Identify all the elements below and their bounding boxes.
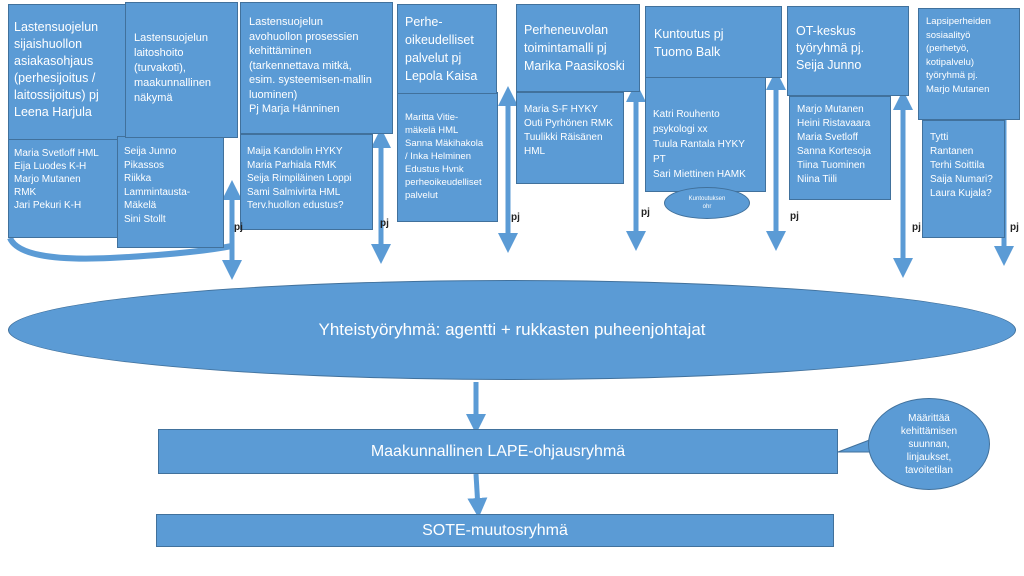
bracket-curve xyxy=(7,236,233,262)
group-3-members: Maija Kandolin HYKY Maria Parhiala RMK S… xyxy=(240,134,373,230)
group-5-title: Perheneuvolan toimintamalli pj Marika Pa… xyxy=(516,4,640,92)
group-3-members-text: Maija Kandolin HYKY Maria Parhiala RMK S… xyxy=(247,146,352,211)
group-7-members: Marjo Mutanen Heini Ristavaara Maria Sve… xyxy=(789,96,891,200)
group-6-members: Katri Rouhento psykologi xx Tuula Rantal… xyxy=(645,76,766,192)
group-1-title-text: Lastensuojelun sijaishuollon asiakasohja… xyxy=(14,20,99,119)
yhteistyoryhma-text: Yhteistyöryhmä: agentti + rukkasten puhe… xyxy=(318,320,706,339)
callout-text: Määrittää kehittämisen suunnan, linjauks… xyxy=(900,412,958,476)
pj-label-3: pj xyxy=(511,212,520,223)
group-2-title-text: Lastensuojelun laitoshoito (turvakoti), … xyxy=(134,32,212,104)
kuntoutus-note-text: Kuntoutuksen ohr xyxy=(688,196,726,210)
group-7-members-text: Marjo Mutanen Heini Ristavaara Maria Sve… xyxy=(797,104,871,185)
kuntoutus-note: Kuntoutuksen ohr xyxy=(664,187,750,219)
group-1-title: Lastensuojelun sijaishuollon asiakasohja… xyxy=(8,4,127,140)
group-6-title-text: Kuntoutus pj Tuomo Balk xyxy=(654,27,724,59)
pj-label-4: pj xyxy=(641,207,650,218)
group-2-members-text: Seija Junno Pikassos Riikka Lammintausta… xyxy=(124,146,191,225)
muutosryhma-box: SOTE-muutosryhmä xyxy=(156,514,834,547)
group-5-members-text: Maria S-F HYKY Outi Pyrhönen RMK Tuulikk… xyxy=(524,104,613,157)
group-4-members: Maritta Vitie- mäkelä HML Sanna Mäkihako… xyxy=(397,92,498,222)
group-2-title: Lastensuojelun laitoshoito (turvakoti), … xyxy=(125,2,238,138)
pj-label-1: pj xyxy=(234,222,243,233)
group-4-members-text: Maritta Vitie- mäkelä HML Sanna Mäkihako… xyxy=(405,112,484,201)
group-5-title-text: Perheneuvolan toimintamalli pj Marika Pa… xyxy=(524,23,625,73)
group-8-members-text: Tytti Rantanen Terhi Soittila Saija Numa… xyxy=(930,132,993,199)
group-5-members: Maria S-F HYKY Outi Pyrhönen RMK Tuulikk… xyxy=(516,92,624,184)
group-7-title-text: OT-keskus työryhmä pj. Seija Junno xyxy=(796,24,865,72)
group-6-members-text: Katri Rouhento psykologi xx Tuula Rantal… xyxy=(653,109,746,180)
group-7-title: OT-keskus työryhmä pj. Seija Junno xyxy=(787,6,909,96)
group-8-title-text: Lapsiperheiden sosiaalityö (perhetyö, ko… xyxy=(926,16,991,95)
group-3-title-text: Lastensuojelun avohuollon prosessien keh… xyxy=(249,16,372,115)
group-1-members: Maria Svetloff HML Eija Luodes K-H Marjo… xyxy=(8,138,120,238)
muutosryhma-text: SOTE-muutosryhmä xyxy=(422,521,568,539)
ohjausryhma-text: Maakunnallinen LAPE-ohjausryhmä xyxy=(370,442,626,460)
pj-label-7: pj xyxy=(1010,222,1019,233)
group-4-title-text: Perhe- oikeudelliset palvelut pj Lepola … xyxy=(405,15,478,83)
yhteistyoryhma-oval: Yhteistyöryhmä: agentti + rukkasten puhe… xyxy=(8,280,1016,380)
group-1-members-text: Maria Svetloff HML Eija Luodes K-H Marjo… xyxy=(14,148,99,211)
ohjausryhma-box: Maakunnallinen LAPE-ohjausryhmä xyxy=(158,429,838,474)
group-8-members: Tytti Rantanen Terhi Soittila Saija Numa… xyxy=(922,120,1005,238)
group-6-title: Kuntoutus pj Tuomo Balk xyxy=(645,6,782,78)
pj-label-2: pj xyxy=(380,218,389,229)
group-2-members: Seija Junno Pikassos Riikka Lammintausta… xyxy=(117,136,224,248)
group-3-title: Lastensuojelun avohuollon prosessien keh… xyxy=(240,2,393,134)
group-8-title: Lapsiperheiden sosiaalityö (perhetyö, ko… xyxy=(918,8,1020,120)
pj-label-5: pj xyxy=(790,211,799,222)
callout-bubble: Määrittää kehittämisen suunnan, linjauks… xyxy=(868,398,990,490)
pj-label-6: pj xyxy=(912,222,921,233)
group-4-title: Perhe- oikeudelliset palvelut pj Lepola … xyxy=(397,4,497,94)
arrow-to-muutosryhma xyxy=(467,473,488,518)
